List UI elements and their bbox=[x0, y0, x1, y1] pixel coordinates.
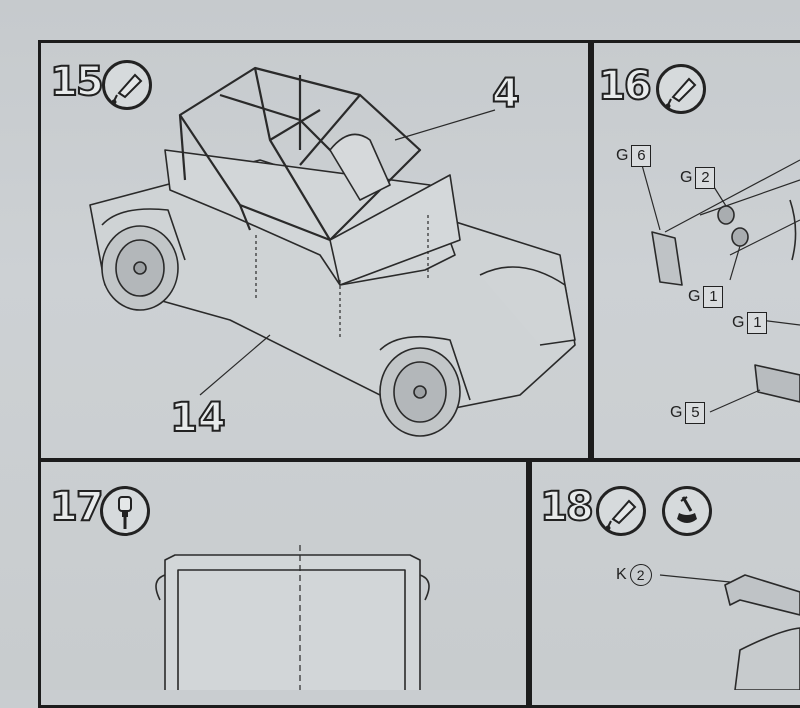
part-g6 bbox=[651, 231, 683, 286]
part-letter: G bbox=[688, 288, 701, 305]
assembly-illustration bbox=[89, 66, 800, 690]
part-number: 5 bbox=[685, 402, 706, 424]
glue-tube-icon bbox=[656, 64, 706, 114]
part-label-g1-a: G 1 bbox=[688, 286, 724, 308]
step-number-17: 17 bbox=[49, 484, 105, 530]
part-g2 bbox=[717, 205, 735, 225]
part-letter: G bbox=[680, 169, 693, 186]
part-letter: G bbox=[670, 404, 683, 421]
glue-tube-icon bbox=[596, 486, 646, 536]
part-number: 6 bbox=[631, 145, 652, 167]
step-number-15: 15 bbox=[49, 59, 105, 105]
drill-icon bbox=[100, 486, 150, 536]
step-number-18: 18 bbox=[539, 484, 595, 530]
callout-roll-cage: 4 bbox=[491, 71, 521, 117]
body-outline-step17 bbox=[164, 554, 421, 690]
part-number: 2 bbox=[629, 564, 652, 586]
step-number-16: 16 bbox=[597, 63, 653, 109]
part-letter: G bbox=[732, 314, 745, 331]
part-number: 1 bbox=[703, 286, 724, 308]
part-letter: G bbox=[616, 147, 629, 164]
front-arch bbox=[479, 266, 576, 346]
part-label-g2: G 2 bbox=[680, 167, 716, 189]
glue-tube-icon bbox=[102, 60, 152, 110]
part-number: 1 bbox=[747, 312, 768, 334]
part-label-g5: G 5 bbox=[670, 402, 706, 424]
driver-seat bbox=[329, 133, 391, 201]
part-g1-a bbox=[731, 227, 749, 247]
rear-box bbox=[329, 174, 461, 286]
callout-chassis: 14 bbox=[169, 395, 227, 441]
part-label-g1-b: G 1 bbox=[732, 312, 768, 334]
roll-cage bbox=[178, 66, 422, 242]
part-label-g6: G 6 bbox=[616, 145, 652, 167]
part-g5 bbox=[754, 364, 800, 403]
leader-line-14 bbox=[199, 334, 271, 396]
part-k2 bbox=[724, 574, 800, 616]
leader-line-4 bbox=[394, 109, 496, 141]
part-label-k2: K 2 bbox=[616, 564, 652, 586]
part-number: 2 bbox=[695, 167, 716, 189]
part-letter: K bbox=[616, 566, 627, 583]
paint-brush-icon bbox=[662, 486, 712, 536]
